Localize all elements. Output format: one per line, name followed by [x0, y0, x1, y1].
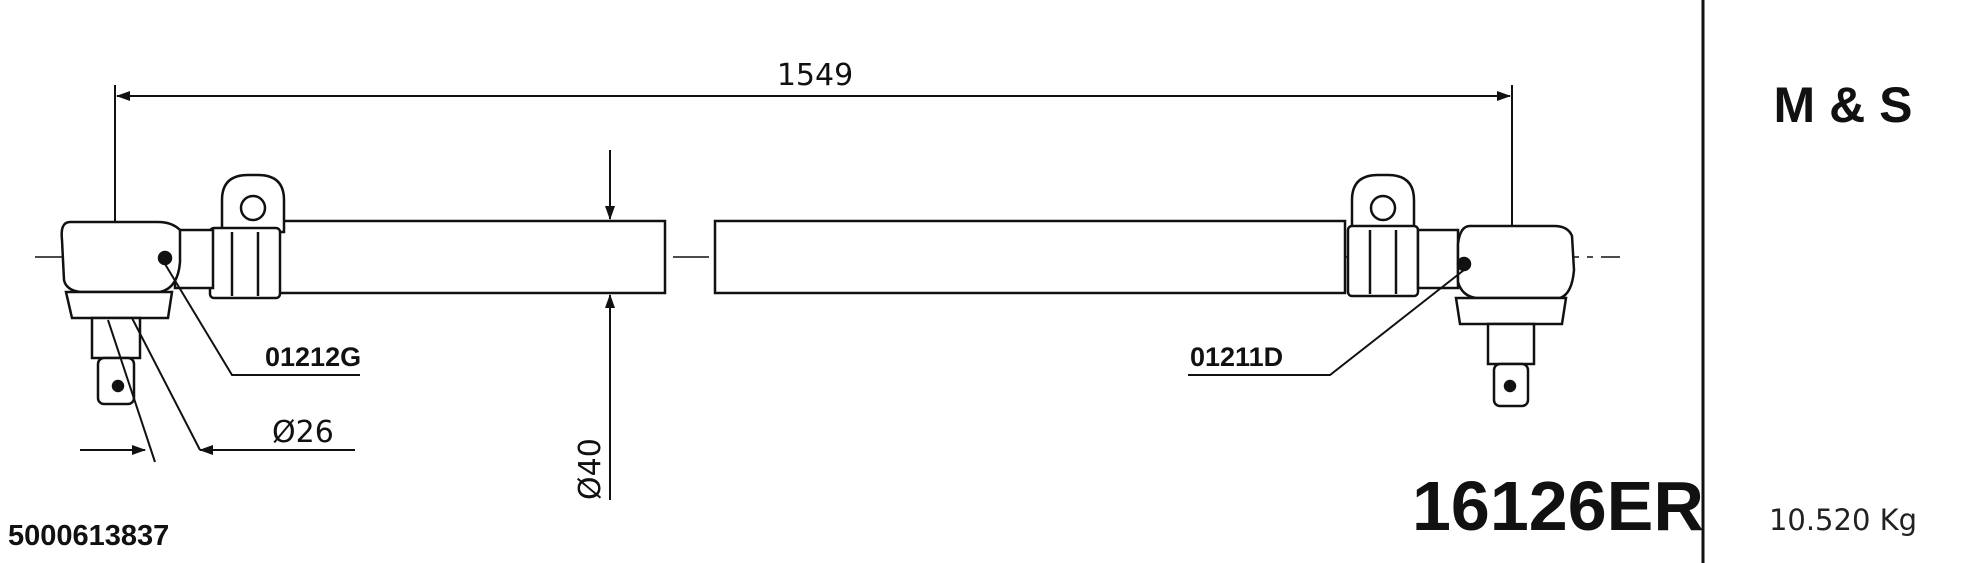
- length-dimension: [114, 85, 1513, 225]
- weight-label: 10.520 Kg: [1769, 503, 1917, 537]
- length-label: 1549: [777, 58, 853, 93]
- right-clamp: [1346, 173, 1420, 298]
- leader-lines: [107, 263, 1465, 463]
- diameter-26-label: Ø26: [272, 415, 334, 450]
- brand-logo-text: M & S: [1774, 77, 1913, 133]
- left-clamp: [208, 173, 286, 300]
- oem-number: 5000613837: [8, 520, 169, 552]
- product-code: 16126ER: [1412, 467, 1704, 545]
- left-ball-joint: [60, 220, 215, 406]
- diameter-40-label: Ø40: [573, 438, 608, 500]
- tube: [273, 219, 1347, 295]
- left-end-part-label: 01212G: [265, 342, 361, 372]
- right-end-part-label: 01211D: [1190, 342, 1283, 372]
- right-ball-joint: [1416, 224, 1576, 408]
